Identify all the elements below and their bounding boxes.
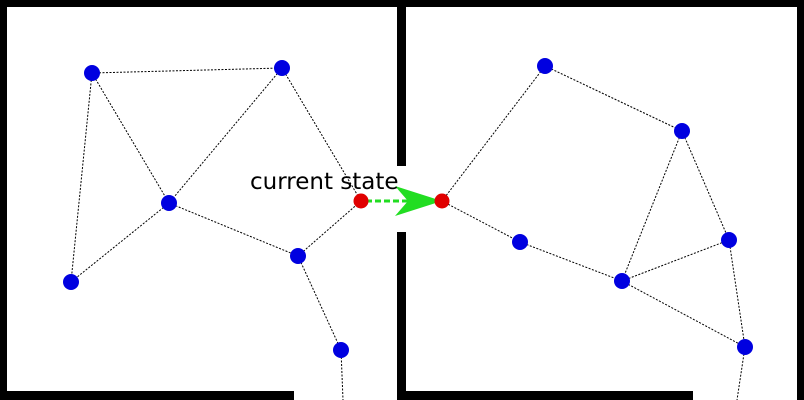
node: [537, 58, 553, 74]
edge: [728, 239, 746, 348]
next-state-node: [434, 193, 450, 209]
edge: [621, 280, 746, 348]
edge: [168, 67, 283, 204]
roadmap-edges: [70, 65, 746, 400]
transition-arrow: [366, 186, 442, 216]
node: [290, 248, 306, 264]
edge: [340, 349, 344, 400]
edge: [621, 239, 730, 282]
edge: [281, 67, 362, 202]
wall-left: [0, 0, 7, 400]
node: [737, 339, 753, 355]
node: [721, 232, 737, 248]
wall-divider-upper: [397, 0, 406, 166]
node: [333, 342, 349, 358]
edge: [681, 130, 730, 241]
edge: [297, 200, 362, 257]
edge: [297, 255, 342, 351]
node: [512, 234, 528, 250]
wall-divider-lower: [397, 232, 406, 400]
edge: [441, 65, 546, 202]
node: [674, 123, 690, 139]
edge: [91, 72, 170, 204]
current-state-label: current state: [250, 169, 399, 195]
node: [274, 60, 290, 76]
edge: [736, 346, 746, 400]
current-state-node: [353, 193, 369, 209]
node: [161, 195, 177, 211]
wall-right: [797, 0, 804, 400]
edge: [441, 200, 521, 243]
edge: [544, 65, 683, 132]
edge: [621, 130, 683, 282]
edge: [70, 202, 170, 283]
roadmap-nodes: [63, 58, 753, 358]
wall-bottom-mid: [397, 391, 693, 400]
edge: [168, 202, 299, 257]
node: [614, 273, 630, 289]
edge: [519, 241, 623, 282]
node: [84, 65, 100, 81]
edge: [70, 72, 93, 283]
edge: [91, 67, 283, 74]
transition-arrow-head: [395, 186, 442, 216]
node: [63, 274, 79, 290]
wall-bottom-left: [0, 391, 294, 400]
